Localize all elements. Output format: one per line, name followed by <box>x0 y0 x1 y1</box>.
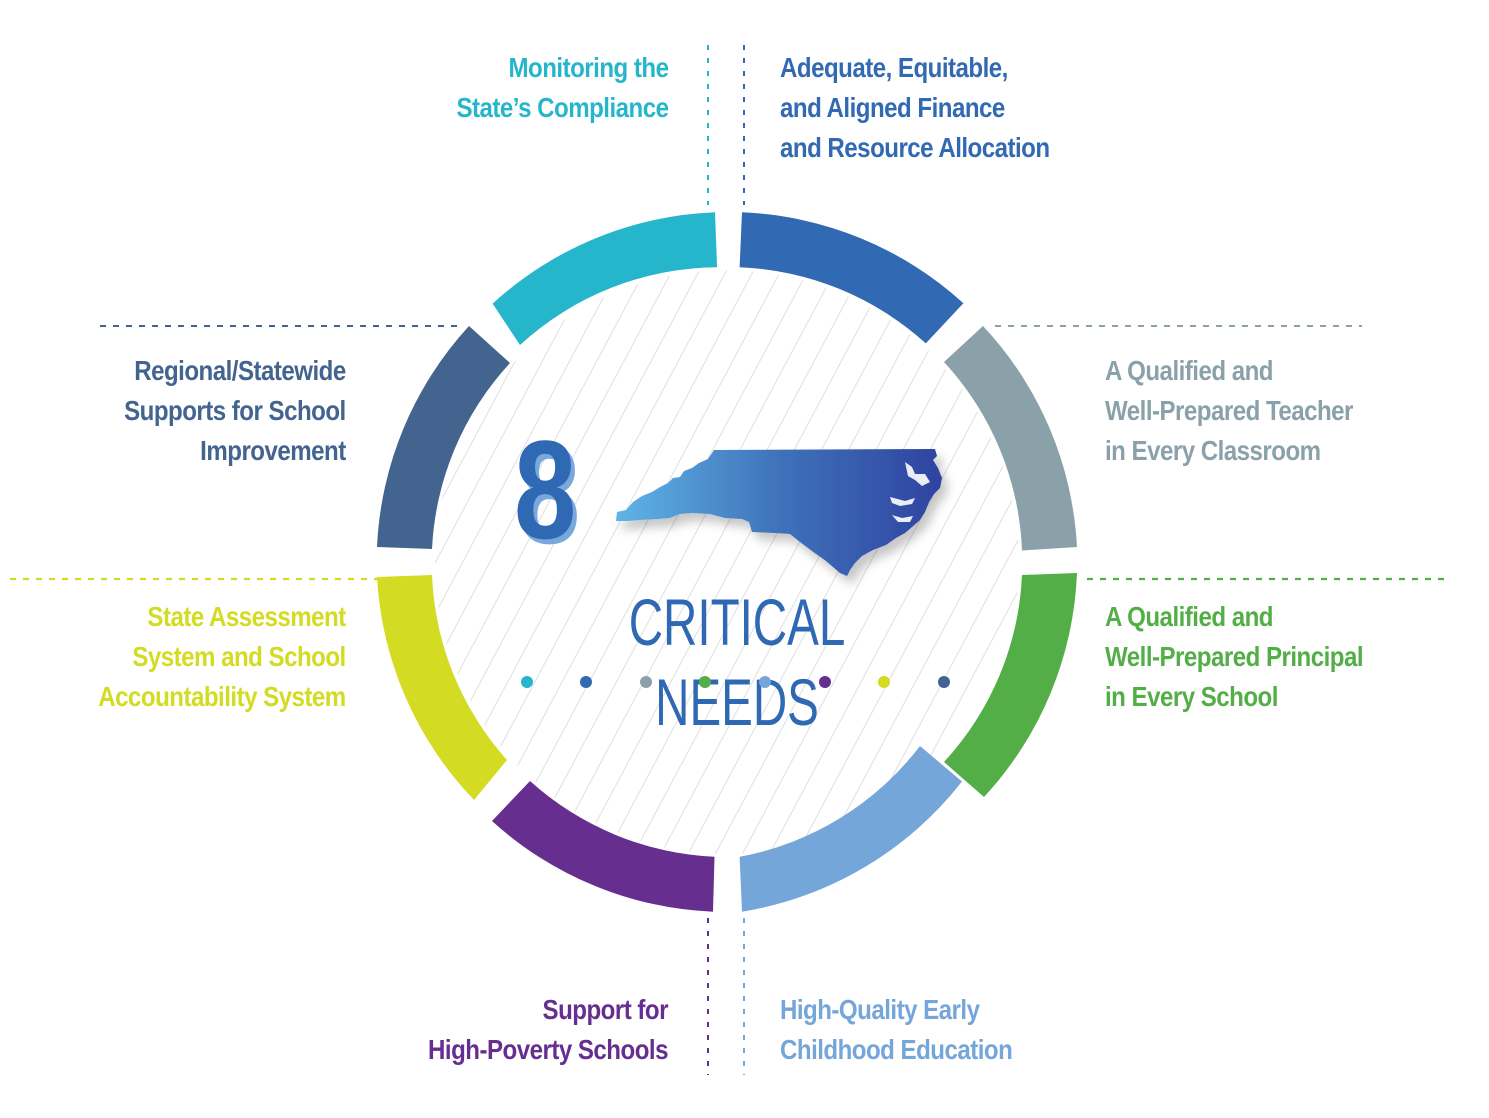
dot-teacher <box>640 676 652 688</box>
dot-monitoring <box>521 676 533 688</box>
label-line: Regional/Statewide <box>134 355 347 386</box>
label-high-poverty: Support for High-Poverty Schools <box>428 990 668 1070</box>
segment-monitoring <box>492 212 718 345</box>
label-principal: A Qualified and Well-Prepared Principal … <box>1105 597 1364 717</box>
label-teacher: A Qualified and Well-Prepared Teacher in… <box>1105 351 1353 471</box>
label-line: Monitoring the <box>508 52 668 83</box>
segment-assessment <box>377 575 507 800</box>
label-line: Accountability System <box>98 681 347 712</box>
segment-principal <box>944 573 1077 797</box>
ring-segments <box>377 212 1077 912</box>
label-assessment: State Assessment System and School Accou… <box>98 597 347 717</box>
segment-finance <box>739 212 964 344</box>
label-line: in Every School <box>1105 681 1278 712</box>
label-line: State Assessment <box>147 601 347 632</box>
north-carolina-map <box>616 449 942 576</box>
label-line: in Every Classroom <box>1105 435 1321 466</box>
label-line: and Resource Allocation <box>780 132 1050 163</box>
segment-high-poverty <box>492 781 715 912</box>
connector-lines <box>10 45 1450 1075</box>
dot-early-childhood <box>759 676 771 688</box>
label-monitoring: Monitoring the State’s Compliance <box>456 48 668 128</box>
dot-regional <box>938 676 950 688</box>
label-line: A Qualified and <box>1105 355 1273 386</box>
label-line: Improvement <box>200 435 346 466</box>
label-line: Well-Prepared Teacher <box>1105 395 1353 426</box>
dot-assessment <box>878 676 890 688</box>
label-finance: Adequate, Equitable, and Aligned Finance… <box>780 48 1050 168</box>
center-title: CRITICAL NEEDS <box>628 585 846 739</box>
label-line: Childhood Education <box>780 1034 1013 1065</box>
label-line: Adequate, Equitable, <box>780 52 1008 83</box>
north-carolina-sounds <box>890 462 930 522</box>
number-eight: 8 <box>514 411 577 568</box>
dot-high-poverty <box>819 676 831 688</box>
color-dots-row <box>517 676 957 690</box>
segment-teacher <box>944 326 1077 551</box>
label-regional: Regional/Statewide Supports for School I… <box>124 351 346 471</box>
label-line: High-Poverty Schools <box>428 1034 668 1065</box>
inner-hatched-circle <box>435 270 1019 854</box>
label-line: High-Quality Early <box>780 994 980 1025</box>
dot-principal <box>699 676 711 688</box>
dot-finance <box>580 676 592 688</box>
segment-early-childhood <box>739 746 962 912</box>
label-line: A Qualified and <box>1105 601 1273 632</box>
label-line: Supports for School <box>124 395 346 426</box>
label-line: Well-Prepared Principal <box>1105 641 1364 672</box>
segment-regional <box>377 326 510 549</box>
label-line: and Aligned Finance <box>780 92 1005 123</box>
label-line: State’s Compliance <box>456 92 668 123</box>
label-early-childhood: High-Quality Early Childhood Education <box>780 990 1013 1070</box>
label-line: Support for <box>542 994 669 1025</box>
label-line: System and School <box>132 641 347 672</box>
